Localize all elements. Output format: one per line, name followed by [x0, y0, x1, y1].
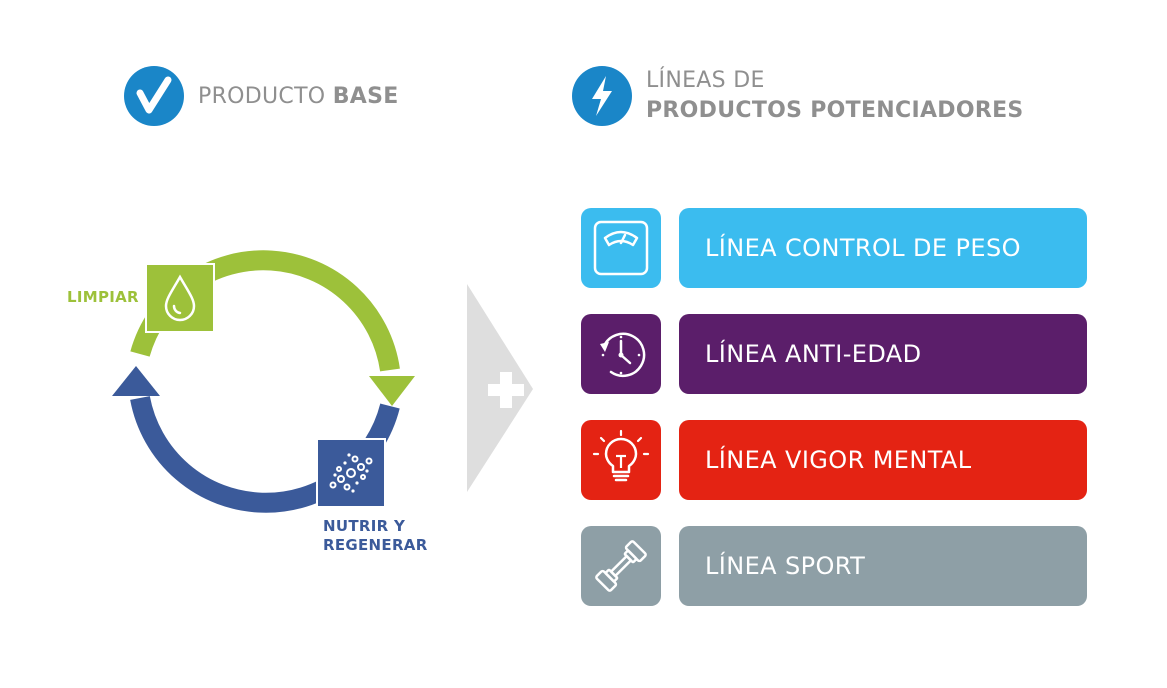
step-label-limpiar: LIMPIAR [67, 288, 139, 306]
step-label-nutrir: NUTRIR Y REGENERAR [323, 517, 428, 554]
line-bar-sport: LÍNEA SPORT [679, 526, 1087, 606]
line-sport: LÍNEA SPORT [581, 526, 1087, 606]
lightning-icon [572, 66, 632, 126]
line-bar-vigor-mental: LÍNEA VIGOR MENTAL [679, 420, 1087, 500]
header-lines-title: LÍNEAS DE PRODUCTOS POTENCIADORES [646, 68, 1024, 123]
cycle-arrowhead-blue [112, 366, 160, 396]
cycle-arrowhead-green [369, 376, 415, 406]
dumbbell-icon [581, 526, 661, 606]
line-label: LÍNEA SPORT [705, 552, 866, 580]
step-box-nutrir [316, 438, 386, 508]
line-label: LÍNEA CONTROL DE PESO [705, 234, 1021, 262]
header-lineas-potenciadoras: LÍNEAS DE PRODUCTOS POTENCIADORES [572, 66, 1024, 126]
header-producto-base: PRODUCTO BASE [124, 66, 399, 126]
molecule-icon [329, 453, 373, 493]
clock-icon [581, 314, 661, 394]
step-box-limpiar [145, 263, 215, 333]
plus-arrow-connector [467, 284, 537, 498]
water-drop-icon [164, 274, 196, 322]
line-label: LÍNEA VIGOR MENTAL [705, 446, 972, 474]
line-control-de-peso: LÍNEA CONTROL DE PESO [581, 208, 1087, 288]
line-vigor-mental: LÍNEA VIGOR MENTAL [581, 420, 1087, 500]
check-icon [124, 66, 184, 126]
lightbulb-icon [581, 420, 661, 500]
plus-icon [488, 372, 524, 408]
line-label: LÍNEA ANTI-EDAD [705, 340, 922, 368]
line-bar-anti-edad: LÍNEA ANTI-EDAD [679, 314, 1087, 394]
header-base-title: PRODUCTO BASE [198, 83, 399, 109]
scale-icon [581, 208, 661, 288]
line-anti-edad: LÍNEA ANTI-EDAD [581, 314, 1087, 394]
line-bar-control-de-peso: LÍNEA CONTROL DE PESO [679, 208, 1087, 288]
